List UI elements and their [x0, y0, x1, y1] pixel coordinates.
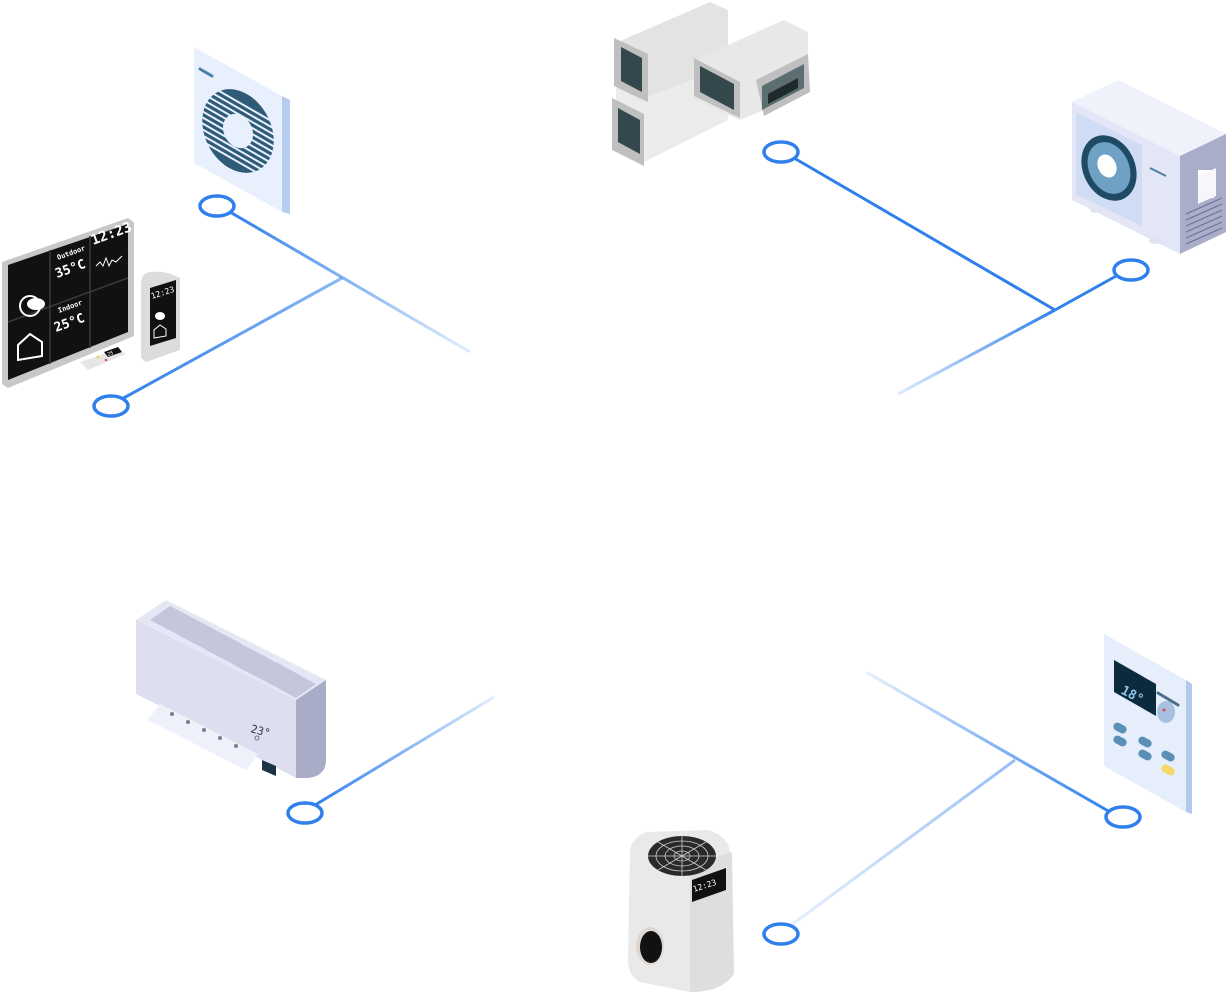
outdoor-fan-icon — [1081, 135, 1137, 201]
device-thermostat[interactable]: 18° — [1104, 634, 1192, 814]
node-split-ac[interactable] — [286, 801, 324, 825]
node-outdoor-unit[interactable] — [1112, 258, 1150, 282]
purifier-display-panel — [692, 868, 726, 902]
device-air-ducts[interactable] — [612, 2, 810, 166]
thermostat-side — [1186, 680, 1192, 814]
connector-air-purifier — [789, 758, 1016, 928]
thermostat-dial[interactable] — [1157, 701, 1175, 723]
fan-panel-side — [282, 96, 290, 214]
node-thermostat[interactable] — [1104, 805, 1142, 829]
node-weather-station[interactable] — [92, 394, 130, 418]
outdoor-unit-top — [1072, 80, 1226, 156]
home-icon — [17, 332, 43, 362]
fan-blades-icon — [199, 79, 281, 187]
connector-lines — [119, 156, 1119, 928]
power-icon — [254, 735, 260, 741]
split-ac-louver — [148, 704, 258, 770]
connector-outdoor-unit — [1054, 273, 1119, 312]
fan-brand-mark — [198, 67, 214, 78]
split-ac-vents — [150, 606, 316, 698]
sensor-home-icon — [153, 324, 167, 339]
connector-hub-top-right — [897, 308, 1056, 396]
thermostat-yellow-button[interactable] — [1160, 763, 1176, 777]
device-weather-station[interactable]: Outdoor 35°C Indoor 25°C 12:23 12:23 25 — [2, 218, 180, 388]
node-air-ducts[interactable] — [762, 140, 800, 164]
connector-weather-station — [119, 276, 343, 402]
pressure-graph-icon — [95, 255, 123, 268]
connector-split-ac — [314, 695, 495, 807]
cloud-icon — [27, 298, 45, 310]
node-exhaust-fan[interactable] — [198, 194, 236, 218]
device-outdoor-unit[interactable] — [1071, 80, 1226, 254]
split-ac-front — [136, 620, 296, 778]
connection-nodes — [92, 140, 1150, 946]
device-split-ac[interactable]: 23° — [136, 600, 326, 778]
indoor-sensor: 12:23 — [141, 271, 180, 362]
sensor-cloud-icon — [155, 312, 165, 320]
connector-thermostat — [865, 670, 1111, 814]
monitor-screen — [8, 224, 128, 380]
thermostat-screen — [1114, 660, 1156, 716]
thermostat-buttons — [1113, 722, 1175, 762]
remote-control: 25 — [80, 347, 126, 370]
node-air-purifier[interactable] — [762, 922, 800, 946]
device-air-purifier[interactable]: 12:23 — [628, 830, 734, 992]
connector-exhaust-fan — [229, 210, 471, 354]
connector-air-ducts — [793, 156, 1056, 312]
device-exhaust-fan[interactable] — [188, 47, 290, 214]
split-ac-display: 23° — [249, 722, 272, 740]
remote-display: 25 — [107, 350, 115, 358]
split-ac-side — [296, 680, 326, 778]
